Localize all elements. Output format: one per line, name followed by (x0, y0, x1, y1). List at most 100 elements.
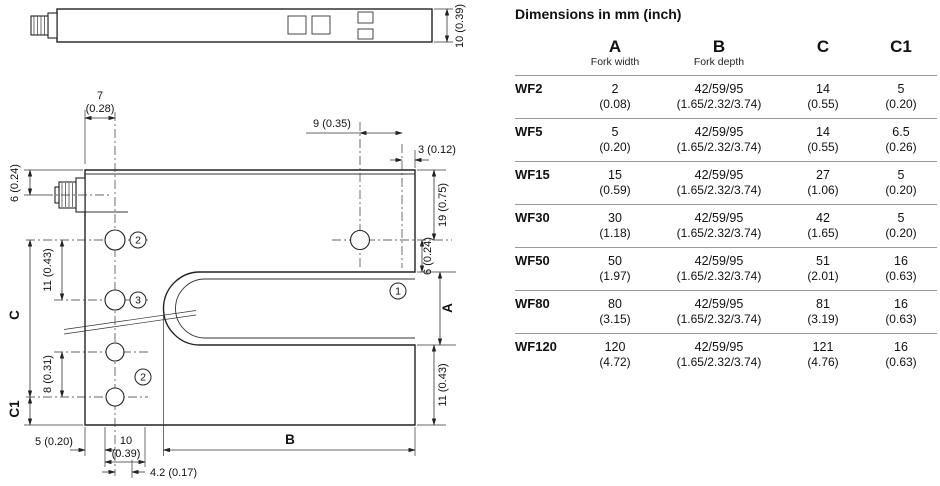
dim-11-right: 11 (0.43) (417, 344, 449, 426)
model-name: WF15 (515, 167, 550, 182)
value-c-in: (0.55) (807, 97, 839, 111)
sensor-top-view: 10 (0.39) (30, 4, 466, 48)
indicator-led (357, 11, 374, 24)
dim-C1: C1 (7, 396, 83, 426)
dim-6-left: 6 (0.24) (9, 164, 83, 202)
front-view-connector (44, 177, 112, 213)
header-col-C: C (781, 38, 865, 56)
model-name: WF2 (515, 81, 543, 96)
value-c-mm: 14 (816, 125, 830, 139)
value-c1-mm: 6.5 (892, 125, 910, 139)
callout-2-top-label: 2 (135, 235, 141, 247)
value-b: 42/59/95(1.65/2.32/3.74) (657, 81, 781, 112)
value-a-in: (4.72) (599, 355, 631, 369)
dim-19: 19 (0.75) (417, 169, 449, 241)
value-c1-in: (0.63) (885, 312, 917, 326)
indicator-window (311, 15, 331, 35)
dim-10: 10 (0.39) (104, 427, 146, 467)
value-a-in: (0.08) (599, 97, 631, 111)
value-c1-in: (0.20) (885, 183, 917, 197)
top-view-connector (30, 12, 58, 39)
value-c: 42(1.65) (781, 210, 865, 241)
value-c1: 5(0.20) (865, 210, 937, 241)
value-c-in: (0.55) (807, 140, 839, 154)
dim-6-right: 6 (0.24) (417, 237, 456, 275)
dim-11-left: 11 (0.43) (42, 239, 65, 301)
value-b-in: (1.65/2.32/3.74) (676, 269, 762, 283)
dim-9: 9 (0.35) (306, 118, 403, 136)
dim-B: B (162, 315, 416, 456)
dim-7-in: (0.28) (86, 103, 115, 115)
value-a-in: (0.59) (599, 183, 631, 197)
value-c1: 16(0.63) (865, 253, 937, 284)
value-c: 14(0.55) (781, 124, 865, 155)
callout-1: 1 (389, 282, 407, 300)
dimensions-table-panel: Dimensions in mm (inch) A Fork width B F… (505, 0, 940, 486)
dim-C: C (7, 239, 33, 398)
value-c-mm: 42 (816, 211, 830, 225)
table-title: Dimensions in mm (inch) (515, 6, 682, 22)
value-a-in: (3.15) (599, 312, 631, 326)
value-a-in: (1.18) (599, 226, 631, 240)
dim-top-height: 10 (0.39) (434, 4, 466, 48)
table-row: WF2 2(0.08) 42/59/95(1.65/2.32/3.74) 14(… (515, 75, 937, 118)
header-col-C1: C1 (865, 38, 937, 56)
sensor-front-view: 7 (0.28) 9 (0.35) 3 (0.12) (7, 90, 456, 479)
model-name: WF80 (515, 296, 550, 311)
value-c1-mm: 5 (897, 82, 905, 96)
table-header-row: A Fork width B Fork depth C C1 (515, 38, 937, 75)
value-c: 27(1.06) (781, 167, 865, 198)
value-b-mm: 42/59/95 (694, 297, 744, 311)
value-c1-in: (0.63) (885, 355, 917, 369)
header-C-letter: C (816, 37, 830, 56)
value-a-mm: 5 (611, 125, 619, 139)
value-a: 50(1.97) (573, 253, 657, 284)
dim-5: 5 (0.20) (35, 427, 120, 467)
table-row: WF30 30(1.18) 42/59/95(1.65/2.32/3.74) 4… (515, 204, 937, 247)
callout-3-label: 3 (135, 295, 141, 307)
value-b-in: (1.65/2.32/3.74) (676, 312, 762, 326)
value-b-in: (1.65/2.32/3.74) (676, 355, 762, 369)
value-c-in: (4.76) (807, 355, 839, 369)
value-c1: 16(0.63) (865, 296, 937, 327)
value-c: 81(3.19) (781, 296, 865, 327)
dim-6-right-label: 6 (0.24) (422, 237, 434, 275)
dim-10-in: (0.39) (112, 448, 141, 460)
mounting-holes (104, 229, 371, 407)
value-b-in: (1.65/2.32/3.74) (676, 97, 762, 111)
header-col-A: A Fork width (573, 38, 657, 69)
dim-top-height-label: 10 (0.39) (454, 4, 466, 48)
value-c1-mm: 5 (897, 211, 905, 225)
dimensional-drawing-panel: 10 (0.39) (7, 4, 466, 479)
top-view-housing (56, 8, 433, 43)
callout-1-label: 1 (395, 286, 401, 298)
header-A-sub: Fork width (590, 56, 640, 68)
indicator-window (287, 15, 307, 35)
dim-10-mm: 10 (120, 435, 132, 447)
value-c-mm: 14 (816, 82, 830, 96)
value-c-in: (3.19) (807, 312, 839, 326)
dim-5-label: 5 (0.20) (35, 436, 73, 448)
value-a: 80(3.15) (573, 296, 657, 327)
table-row: WF5 5(0.20) 42/59/95(1.65/2.32/3.74) 14(… (515, 118, 937, 161)
fork-slot-inner-contour (175, 278, 415, 339)
value-a-mm: 15 (608, 168, 622, 182)
value-c-in: (1.06) (807, 183, 839, 197)
value-a-in: (1.97) (599, 269, 631, 283)
value-c: 14(0.55) (781, 81, 865, 112)
header-A-letter: A (608, 37, 622, 56)
value-b-mm: 42/59/95 (694, 82, 744, 96)
value-c: 51(2.01) (781, 253, 865, 284)
callout-2-bottom: 2 (134, 368, 152, 386)
value-a: 5(0.20) (573, 124, 657, 155)
value-c1-in: (0.63) (885, 269, 917, 283)
dim-8: 8 (0.31) (42, 351, 65, 398)
dim-C-label: C (7, 310, 22, 320)
dim-C1-label: C1 (7, 400, 22, 418)
value-a: 2(0.08) (573, 81, 657, 112)
value-a-mm: 80 (608, 297, 622, 311)
value-a-mm: 120 (604, 340, 626, 354)
value-c1: 16(0.63) (865, 339, 937, 370)
mounting-hole (105, 387, 125, 407)
dim-9-label: 9 (0.35) (313, 118, 351, 130)
